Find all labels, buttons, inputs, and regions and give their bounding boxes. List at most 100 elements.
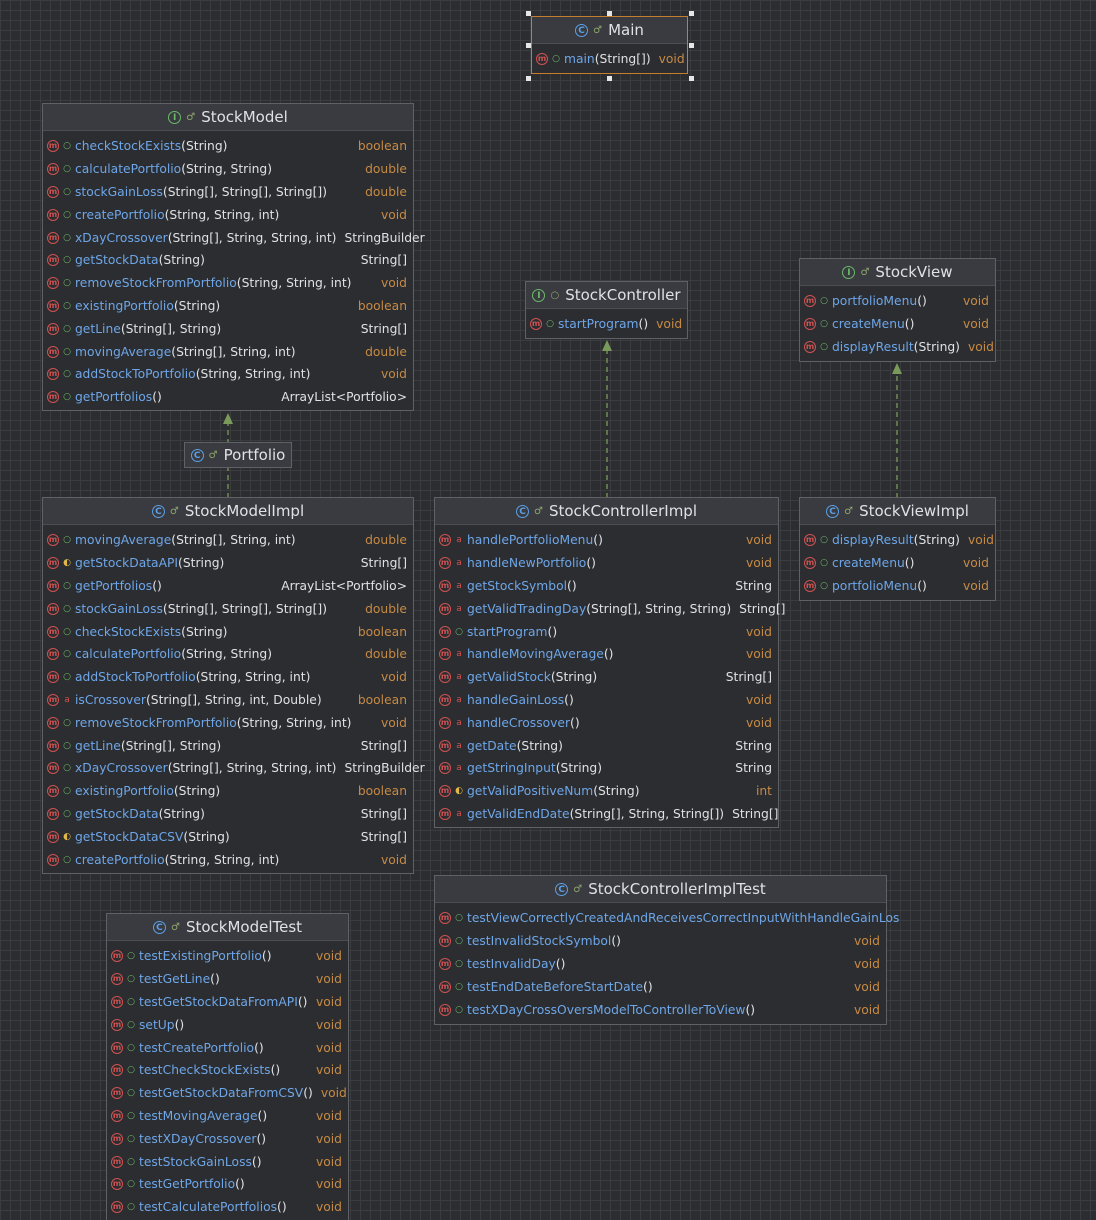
method-icon: m	[47, 345, 59, 358]
return-type: void	[745, 533, 772, 548]
method-row[interactable]: m○testGetStockDataFromCSV()void	[107, 1082, 348, 1105]
selection-handle[interactable]	[689, 11, 694, 16]
selection-handle[interactable]	[689, 43, 694, 48]
method-row[interactable]: m○createMenu()void	[800, 552, 995, 575]
method-row[interactable]: m○testGetLine()void	[107, 968, 348, 991]
method-row[interactable]: m○testXDayCrossOversModelToControllerToV…	[435, 998, 886, 1021]
public-icon: ○	[63, 346, 71, 357]
method-row[interactable]: m○testInvalidDay()void	[435, 953, 886, 976]
method-row[interactable]: m○movingAverage(String[], String, int)do…	[43, 340, 413, 363]
method-icon: m	[439, 1003, 451, 1016]
class-stockmodelimpl[interactable]: C♂StockModelImpl m○movingAverage(String[]…	[42, 497, 425, 874]
class-stockviewimpl[interactable]: C♂StockViewImpl m○displayResult(String)vo…	[799, 497, 996, 601]
selection-handle[interactable]	[526, 43, 531, 48]
method-row[interactable]: m○getLine(String[], String)String[]	[43, 734, 413, 757]
class-header[interactable]: C♂Portfolio	[185, 443, 291, 467]
method-row[interactable]: m○testStockGainLoss()void	[107, 1150, 348, 1173]
method-row[interactable]: m○getPortfolios()ArrayList<Portfolio>	[43, 386, 413, 409]
class-main[interactable]: C♂Main m○main(String[])void	[531, 16, 688, 74]
method-row[interactable]: m○testGetPortfolio()void	[107, 1173, 348, 1196]
method-row[interactable]: m○xDayCrossover(String[], String, String…	[43, 757, 425, 780]
class-header[interactable]: I♂StockModel	[43, 104, 413, 131]
method-row[interactable]: m○xDayCrossover(String[], String, String…	[43, 226, 425, 249]
class-header[interactable]: C♂StockControllerImplTest	[435, 876, 886, 903]
method-row[interactable]: m○addStockToPortfolio(String, String, in…	[43, 363, 413, 386]
method-row[interactable]: m○checkStockExists(String)boolean	[43, 135, 413, 158]
class-stockcontrollerimpltest[interactable]: C♂StockControllerImplTest m○testViewCorre…	[434, 875, 899, 1025]
method-row[interactable]: m○displayResult(String)void	[800, 529, 995, 552]
class-header[interactable]: C♂Main	[532, 17, 687, 44]
method-row[interactable]: m○calculatePortfolio(String, String)doub…	[43, 158, 413, 181]
selection-handle[interactable]	[526, 76, 531, 81]
method-row[interactable]: m○testViewCorrectlyCreatedAndReceivesCor…	[435, 907, 899, 930]
method-row[interactable]: m○createPortfolio(String, String, int)vo…	[43, 848, 413, 871]
class-header[interactable]: I○StockController	[526, 282, 687, 309]
method-row[interactable]: m○stockGainLoss(String[], String[], Stri…	[43, 181, 413, 204]
class-header[interactable]: I♂StockView	[800, 259, 995, 286]
method-row[interactable]: m○testCheckStockExists()void	[107, 1059, 348, 1082]
class-header[interactable]: C♂StockViewImpl	[800, 498, 995, 525]
method-row[interactable]: m○testMovingAverage()void	[107, 1105, 348, 1128]
method-row[interactable]: m○getStockData(String)String[]	[43, 803, 413, 826]
method-name: removeStockFromPortfolio	[75, 276, 237, 291]
method-row[interactable]: m○testEndDateBeforeStartDate()void	[435, 975, 886, 998]
method-row[interactable]: m○createMenu()void	[800, 313, 995, 336]
method-row[interactable]: m○testXDayCrossover()void	[107, 1127, 348, 1150]
method-row[interactable]: m○testCreatePortfolio()void	[107, 1036, 348, 1059]
method-row[interactable]: m○removeStockFromPortfolio(String, Strin…	[43, 272, 413, 295]
selection-handle[interactable]	[526, 11, 531, 16]
interface-stockcontroller[interactable]: I○StockController m○startProgram()void	[525, 281, 688, 339]
method-row[interactable]: m○startProgram()void	[526, 313, 687, 336]
method-row[interactable]: m○testExistingPortfolio()void	[107, 945, 348, 968]
method-row[interactable]: m○getPortfolios()ArrayList<Portfolio>	[43, 575, 413, 598]
method-row[interactable]: m○getLine(String[], String)String[]	[43, 317, 413, 340]
class-header[interactable]: C♂StockControllerImpl	[435, 498, 778, 525]
method-row[interactable]: m◐getStockDataAPI(String)String[]	[43, 552, 413, 575]
protected-key-icon: ◐	[455, 786, 463, 797]
selection-handle[interactable]	[689, 76, 694, 81]
class-header[interactable]: C♂StockModelImpl	[43, 498, 413, 525]
selection-handle[interactable]	[607, 11, 612, 16]
method-row[interactable]: m○removeStockFromPortfolio(String, Strin…	[43, 711, 413, 734]
method-row[interactable]: m○displayResult(String)void	[800, 336, 995, 359]
class-header[interactable]: C♂StockModelTest	[107, 914, 348, 941]
class-stockmodeltest[interactable]: C♂StockModelTest m○testExistingPortfolio(…	[106, 913, 349, 1220]
method-row[interactable]: m○addStockToPortfolio(String, String, in…	[43, 666, 413, 689]
selection-handle[interactable]	[607, 76, 612, 81]
method-row[interactable]: m○testGetStockDataFromAPI()void	[107, 991, 348, 1014]
method-row[interactable]: m○startProgram()void	[435, 620, 778, 643]
method-row[interactable]: m○portfolioMenu()void	[800, 290, 995, 313]
method-row[interactable]: m○existingPortfolio(String)boolean	[43, 780, 413, 803]
method-row[interactable]: m○testInvalidStockSymbol()void	[435, 930, 886, 953]
private-lock-icon: a	[456, 580, 462, 591]
method-row[interactable]: m○setUp()void	[107, 1013, 348, 1036]
class-portfolio[interactable]: C♂Portfolio	[184, 442, 292, 468]
method-row[interactable]: m○getStockData(String)String[]	[43, 249, 413, 272]
method-row[interactable]: m○movingAverage(String[], String, int)do…	[43, 529, 413, 552]
method-row[interactable]: m○createPortfolio(String, String, int)vo…	[43, 203, 413, 226]
method-row[interactable]: m○checkStockExists(String)boolean	[43, 620, 413, 643]
method-row[interactable]: m◐getValidPositiveNum(String)int	[435, 780, 778, 803]
method-row[interactable]: m○stockGainLoss(String[], String[], Stri…	[43, 597, 413, 620]
interface-stockmodel[interactable]: I♂StockModel m○checkStockExists(String)bo…	[42, 103, 425, 411]
method-row[interactable]: m○main(String[])void	[532, 48, 687, 71]
method-row[interactable]: m○existingPortfolio(String)boolean	[43, 295, 413, 318]
method-row[interactable]: m○portfolioMenu()void	[800, 575, 995, 598]
method-row[interactable]: m○testCalculatePortfolios()void	[107, 1196, 348, 1219]
method-row[interactable]: m◐getStockDataCSV(String)String[]	[43, 825, 413, 848]
method-row[interactable]: m○calculatePortfolio(String, String)doub…	[43, 643, 413, 666]
